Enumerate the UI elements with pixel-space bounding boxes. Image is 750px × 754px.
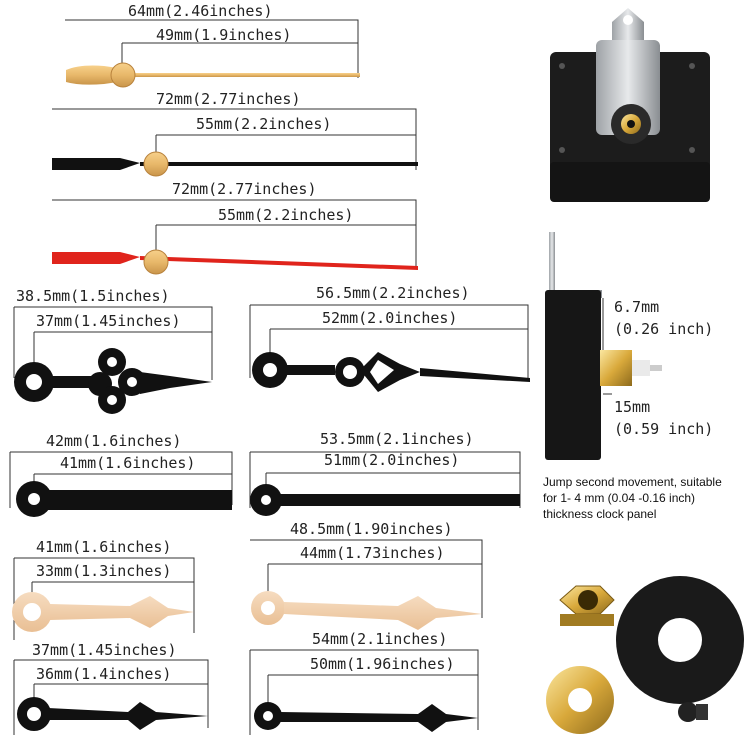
gold-second-hand	[66, 62, 360, 88]
plain-short-center-label: 41mm(1.6inches)	[60, 454, 196, 472]
ornate-minute-total-label: 56.5mm(2.2inches)	[316, 284, 470, 302]
black-spade-long-hand	[254, 702, 478, 732]
ornate-hour-center-label: 37mm(1.45inches)	[36, 312, 181, 330]
second-hand-cap	[678, 702, 708, 722]
gold-spade-short-center-label: 33mm(1.3inches)	[36, 562, 172, 580]
black-spade-long-total-label: 54mm(2.1inches)	[312, 630, 448, 648]
black-straight-hand	[52, 151, 418, 177]
red-straight-hand	[52, 249, 418, 275]
gold-spade-short-total-label: 41mm(1.6inches)	[36, 538, 172, 556]
black-hand-center-label: 55mm(2.2inches)	[196, 115, 332, 133]
gold-spade-long-total-label: 48.5mm(1.90inches)	[290, 520, 453, 538]
red-hand-center-label: 55mm(2.2inches)	[218, 206, 354, 224]
gold-hand-center-label: 49mm(1.9inches)	[156, 26, 292, 44]
dimension-lines	[9, 19, 612, 735]
plain-long-hand	[250, 484, 520, 516]
movement-side-view	[545, 232, 662, 460]
gold-spade-long-center-label: 44mm(1.73inches)	[300, 544, 445, 562]
thread-length-inch-label: (0.59 inch)	[614, 420, 714, 438]
rubber-washer	[616, 576, 744, 704]
gold-spade-long-hand	[251, 591, 482, 630]
plain-short-hand	[16, 481, 232, 517]
ornate-hour-total-label: 38.5mm(1.5inches)	[16, 287, 170, 305]
plain-short-total-label: 42mm(1.6inches)	[46, 432, 182, 450]
black-spade-short-total-label: 37mm(1.45inches)	[32, 641, 177, 659]
ornate-minute-center-label: 52mm(2.0inches)	[322, 309, 458, 327]
black-spade-short-hand	[17, 697, 208, 731]
hex-nut	[559, 585, 615, 626]
brass-washer	[546, 666, 614, 734]
shaft-length-label: 6.7mm	[614, 298, 660, 316]
black-spade-short-center-label: 36mm(1.4inches)	[36, 665, 172, 683]
movement-front-view	[550, 8, 710, 202]
red-hand-total-label: 72mm(2.77inches)	[172, 180, 317, 198]
movement-note-line-3: thickness clock panel	[543, 507, 657, 521]
gold-hand-total-label: 64mm(2.46inches)	[128, 2, 273, 20]
plain-long-center-label: 51mm(2.0inches)	[324, 451, 460, 469]
black-spade-long-center-label: 50mm(1.96inches)	[310, 655, 455, 673]
movement-note-line-2: for 1- 4 mm (0.04 -0.16 inch)	[543, 491, 696, 505]
movement-note-line-1: Jump second movement, suitable	[543, 475, 722, 489]
plain-long-total-label: 53.5mm(2.1inches)	[320, 430, 474, 448]
shaft-length-inch-label: (0.26 inch)	[614, 320, 714, 338]
thread-length-label: 15mm	[614, 398, 651, 416]
black-hand-total-label: 72mm(2.77inches)	[156, 90, 301, 108]
